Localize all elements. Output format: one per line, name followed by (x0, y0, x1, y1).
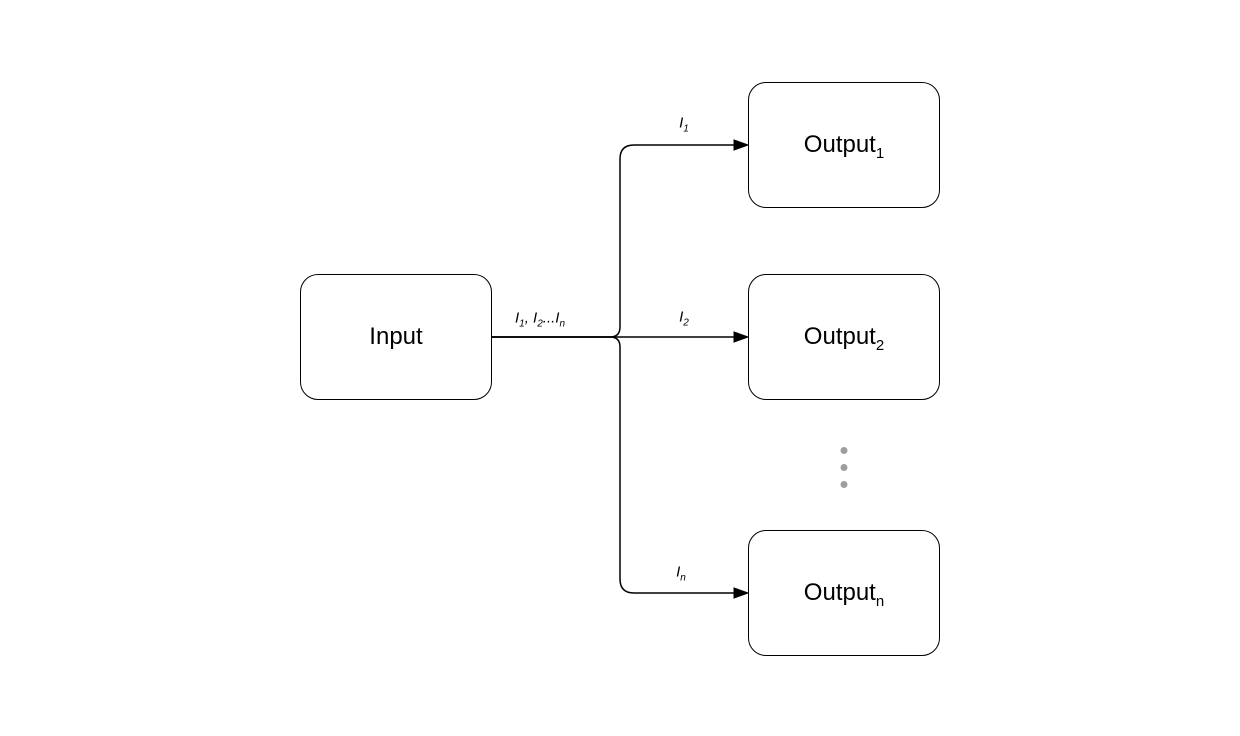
node-output-n: Outputn (748, 530, 940, 656)
node-output-n-label: Outputn (803, 579, 885, 610)
edge-input-to-output1 (492, 144, 740, 338)
edge-label-i2: I2 (677, 308, 691, 329)
ellipsis-dot (840, 481, 848, 488)
node-output-1: Output1 (748, 82, 940, 208)
node-output-2: Output2 (748, 274, 940, 400)
arrowhead-output-n-icon (733, 587, 750, 599)
edge-label-main: I1, I2...In (512, 309, 568, 330)
edge-label-in: In (674, 563, 688, 584)
node-input-label: Input (369, 323, 423, 350)
vertical-ellipsis-icon (840, 447, 848, 488)
arrowhead-output2-icon (733, 331, 750, 343)
node-input: Input (300, 274, 492, 400)
ellipsis-dot (840, 447, 848, 454)
node-output-2-label: Output2 (803, 323, 885, 354)
edge-label-i1: I1 (677, 114, 691, 135)
arrowhead-output1-icon (733, 139, 750, 151)
ellipsis-dot (840, 464, 848, 471)
edge-input-to-output-n (492, 336, 740, 594)
node-output-1-label: Output1 (803, 131, 885, 162)
